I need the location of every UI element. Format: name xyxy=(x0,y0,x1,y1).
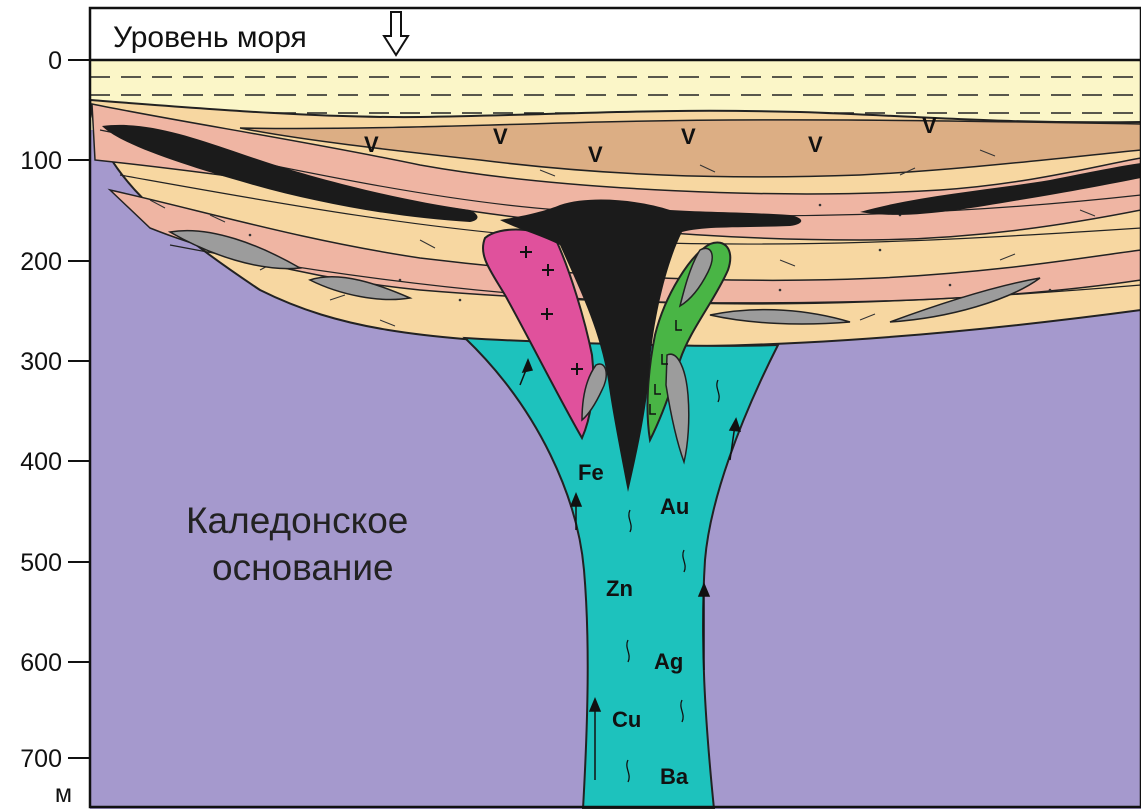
element-label-fe: Fe xyxy=(578,460,604,485)
depth-unit-label: м xyxy=(55,780,72,808)
tick-0: 0 xyxy=(48,47,62,75)
element-label-ag: Ag xyxy=(654,649,683,674)
tick-400: 400 xyxy=(20,448,62,476)
svg-text:V: V xyxy=(808,132,823,157)
tick-600: 600 xyxy=(20,649,62,677)
basement-label-line2: основание xyxy=(212,547,394,588)
svg-text:V: V xyxy=(588,142,603,167)
element-label-zn: Zn xyxy=(606,576,633,601)
depth-axis-labels: 0 100 200 300 400 500 600 700 xyxy=(20,47,62,773)
tick-700: 700 xyxy=(20,745,62,773)
svg-text:V: V xyxy=(493,124,508,149)
element-label-au: Au xyxy=(660,494,689,519)
element-label-ba: Ba xyxy=(660,764,689,789)
svg-text:V: V xyxy=(922,113,937,138)
sea-level-label: Уровень моря xyxy=(113,21,307,54)
depth-axis-ticks xyxy=(68,60,90,758)
tick-200: 200 xyxy=(20,248,62,276)
tick-100: 100 xyxy=(20,147,62,175)
basement-label-line1: Каледонское xyxy=(186,500,408,541)
tick-300: 300 xyxy=(20,348,62,376)
svg-text:V: V xyxy=(364,132,379,157)
svg-text:V: V xyxy=(681,124,696,149)
tick-500: 500 xyxy=(20,549,62,577)
element-label-cu: Cu xyxy=(612,707,641,732)
